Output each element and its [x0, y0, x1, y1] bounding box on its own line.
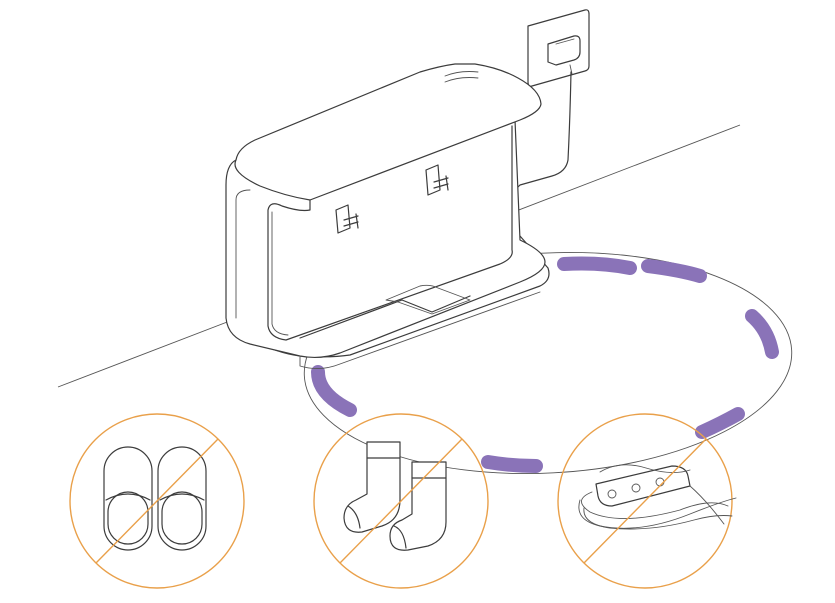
clear-zone-marker — [557, 256, 637, 275]
clear-zone-marker — [641, 259, 707, 283]
clear-zone-ellipse — [303, 251, 793, 475]
prohibit-ring — [69, 413, 245, 589]
charging-dock — [225, 63, 550, 369]
clear-zone-marker — [311, 365, 357, 417]
prohibit-slash — [95, 438, 219, 564]
prohibited-cables — [557, 413, 737, 589]
prohibit-ring — [313, 413, 489, 589]
prohibited-socks — [313, 413, 489, 589]
cables-icon — [578, 464, 737, 530]
prohibit-ring — [557, 413, 733, 589]
clear-zone-marker — [695, 407, 745, 439]
slippers-icon — [103, 446, 207, 551]
prohibit-slash — [339, 438, 463, 564]
socks-icon — [343, 441, 447, 551]
charging-contact-right — [425, 164, 449, 196]
prohibited-slippers — [69, 413, 245, 589]
clear-zone-marker — [745, 309, 779, 359]
clear-zone-marker — [481, 455, 543, 473]
prohibit-slash — [583, 438, 707, 564]
wall-socket — [514, 9, 590, 191]
charging-contact-left — [335, 204, 359, 234]
power-cable — [514, 71, 572, 191]
clear-zone — [303, 251, 793, 475]
